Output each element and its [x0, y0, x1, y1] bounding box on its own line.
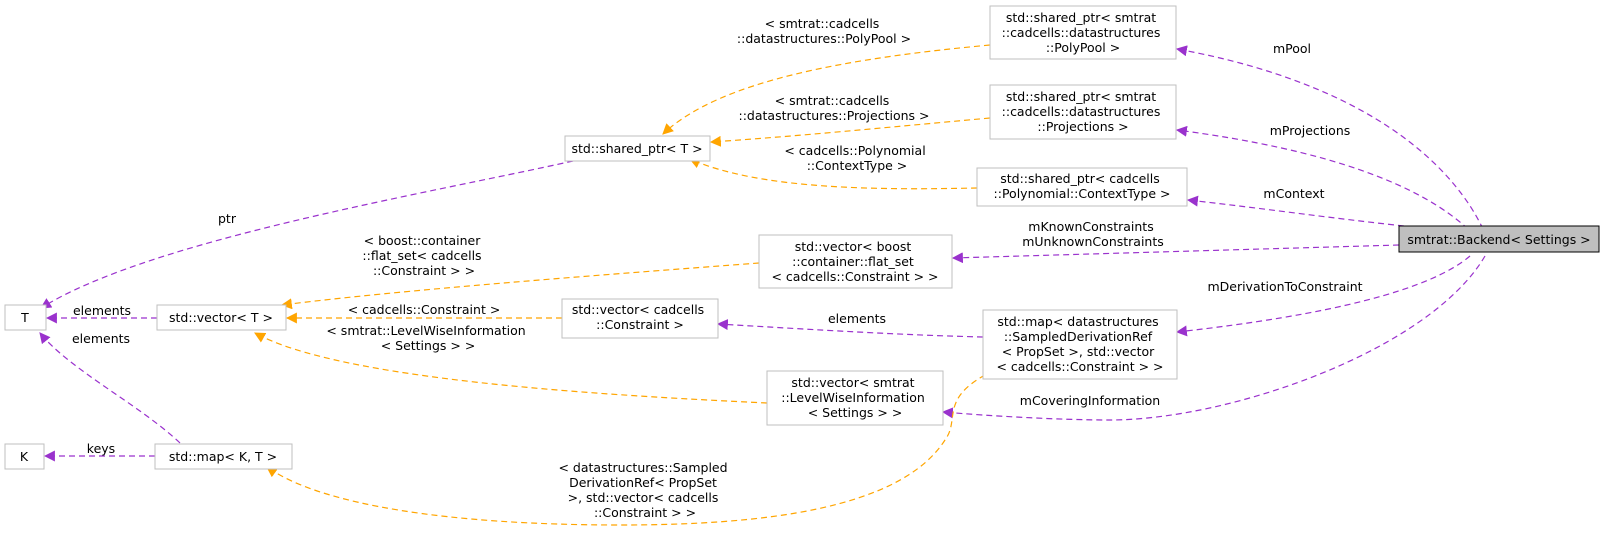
svg-text:std::vector< cadcells: std::vector< cadcells ::Constraint >	[572, 302, 708, 332]
svg-text:std::shared_ptr< smtrat: std::shared_ptr< smtrat ::cadcells::data…	[1002, 89, 1165, 134]
edge-mderivation	[1175, 255, 1471, 337]
label-deriv-elements: elements	[828, 311, 886, 326]
node-shared-ptr-polypool[interactable]: std::shared_ptr< smtrat ::cadcells::data…	[989, 5, 1177, 60]
node-map-k-t[interactable]: std::map< K, T >	[154, 443, 293, 470]
label-mcontext: mContext	[1263, 186, 1324, 201]
edge-mpool	[1175, 45, 1484, 230]
node-map-derivation[interactable]: std::map< datastructures ::SampledDeriva…	[982, 309, 1178, 380]
label-map-elements: elements	[72, 331, 130, 346]
label-map-inst: < datastructures::Sampled DerivationRef<…	[558, 460, 731, 520]
node-vector-levelwise[interactable]: std::vector< smtrat ::LevelWiseInformati…	[766, 370, 944, 426]
node-shared-ptr-projections[interactable]: std::shared_ptr< smtrat ::cadcells::data…	[989, 84, 1177, 140]
edge-ptr	[40, 160, 574, 309]
svg-text:std::shared_ptr< cadcells: std::shared_ptr< cadcells ::Polynomial::…	[994, 171, 1171, 201]
label-mpool: mPool	[1273, 41, 1311, 56]
label-mcovering: mCoveringInformation	[1020, 393, 1160, 408]
svg-text:std::shared_ptr< smtrat: std::shared_ptr< smtrat ::cadcells::data…	[1002, 10, 1165, 55]
svg-text:smtrat::Backend< Settings >: smtrat::Backend< Settings >	[1407, 232, 1590, 247]
label-mderivation: mDerivationToConstraint	[1207, 279, 1362, 294]
edge-mprojections	[1175, 125, 1469, 230]
edge-deriv-elements	[716, 319, 984, 338]
label-levelwise-inst: < smtrat::LevelWiseInformation < Setting…	[326, 323, 529, 353]
label-constraint-inst: < cadcells::Constraint >	[348, 302, 501, 317]
edge-flat-inst	[280, 262, 760, 310]
label-polypool-inst: < smtrat::cadcells ::datastructures::Pol…	[737, 16, 911, 46]
svg-text:std::map< K, T >: std::map< K, T >	[169, 449, 277, 464]
node-vector-t[interactable]: std::vector< T >	[156, 304, 287, 331]
svg-text:T: T	[20, 310, 29, 325]
label-flat-inst: < boost::container ::flat_set< cadcells …	[362, 233, 485, 278]
node-vector-flat-set[interactable]: std::vector< boost ::container::flat_set…	[758, 234, 953, 289]
svg-text:std::vector< smtrat ::: std::vector< smtrat ::LevelWiseInformati…	[781, 375, 929, 420]
edge-map-elements	[39, 332, 181, 444]
node-shared-ptr-t[interactable]: std::shared_ptr< T >	[564, 135, 711, 162]
edge-polypool-inst	[662, 44, 991, 135]
node-backend[interactable]: smtrat::Backend< Settings >	[1398, 225, 1600, 253]
edge-projections-inst	[709, 117, 991, 147]
svg-text:std::shared_ptr< T >: std::shared_ptr< T >	[571, 141, 702, 156]
node-shared-ptr-contexttype[interactable]: std::shared_ptr< cadcells ::Polynomial::…	[976, 167, 1188, 207]
label-keys: keys	[87, 441, 115, 456]
edge-map-inst	[266, 374, 986, 526]
label-context-inst: < cadcells::Polynomial ::ContextType >	[784, 143, 929, 173]
edge-mcontext	[1186, 195, 1405, 227]
edge-mcovering	[941, 255, 1486, 421]
edge-mconstraints	[951, 244, 1400, 264]
svg-text:K: K	[20, 449, 29, 464]
label-mconstraints: mKnownConstraints mUnknownConstraints	[1022, 219, 1164, 249]
edge-context-inst	[688, 157, 978, 190]
label-ptr: ptr	[218, 211, 237, 226]
edge-levelwise-inst	[254, 332, 768, 404]
node-k[interactable]: K	[4, 443, 45, 470]
label-projections-inst: < smtrat::cadcells ::datastructures::Pro…	[738, 93, 929, 123]
label-mprojections: mProjections	[1270, 123, 1351, 138]
svg-text:std::map< datastructures: std::map< datastructures ::SampledDeriva…	[996, 314, 1163, 374]
node-t[interactable]: T	[4, 304, 47, 331]
label-vector-elements: elements	[73, 303, 131, 318]
svg-text:std::vector< boost ::c: std::vector< boost ::container::flat_set…	[771, 239, 938, 284]
node-vector-constraint[interactable]: std::vector< cadcells ::Constraint >	[561, 298, 719, 339]
svg-text:std::vector< T >: std::vector< T >	[169, 310, 273, 325]
